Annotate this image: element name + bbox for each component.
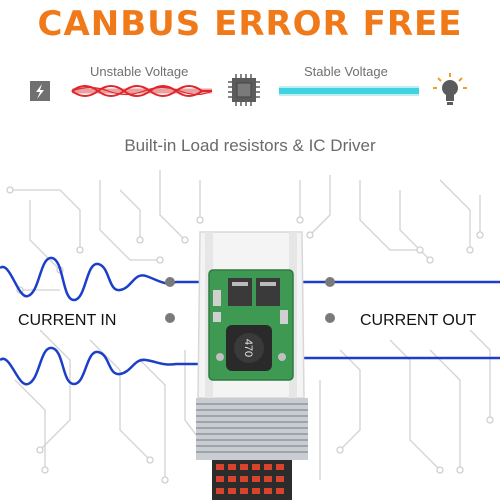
contact-dots [165, 277, 335, 323]
unstable-voltage-wave [71, 85, 213, 97]
page-title: CANBUS ERROR FREE [37, 4, 463, 44]
current-in-label: CURRENT IN [16, 312, 119, 330]
subtitle: Built-in Load resistors & IC Driver [124, 136, 376, 155]
chip-icon [228, 74, 260, 106]
lightning-icon [30, 81, 50, 101]
led-bulb [196, 231, 308, 500]
stable-voltage-line [279, 86, 419, 96]
voltage-row [30, 73, 467, 106]
light-bulb-icon [433, 73, 467, 105]
current-out-label: CURRENT OUT [358, 312, 479, 330]
stable-voltage-label: Stable Voltage [304, 64, 388, 79]
inductor-label: 470 [242, 339, 254, 357]
current-in-wave [0, 256, 210, 386]
unstable-voltage-label: Unstable Voltage [90, 64, 189, 79]
